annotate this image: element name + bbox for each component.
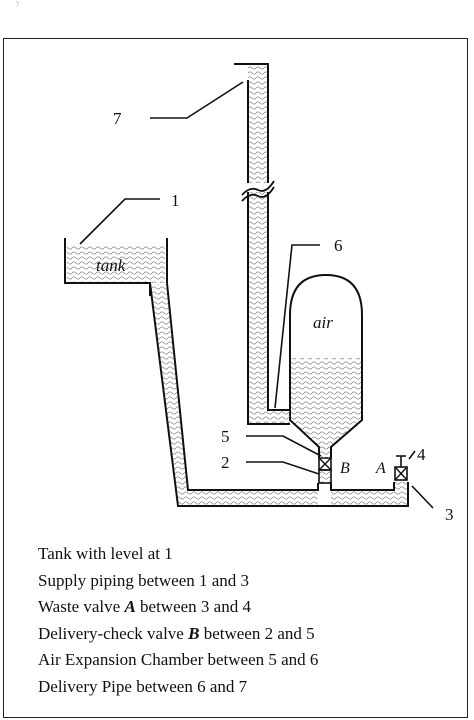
- valve-b-label: B: [340, 460, 350, 477]
- leader-3: [411, 485, 434, 509]
- leader-1: [79, 198, 160, 245]
- legend-line-1: Tank with level at 1: [38, 544, 173, 563]
- legend-line-3: Waste valve A between 3 and 4: [38, 597, 251, 616]
- label-4: 4: [417, 445, 426, 464]
- label-7: 7: [113, 109, 122, 128]
- delivery-pipe: [234, 63, 290, 411]
- figure-frame: [3, 38, 468, 718]
- label-1: 1: [171, 191, 180, 210]
- legend-line-5: Air Expansion Chamber between 5 and 6: [38, 650, 319, 669]
- label-3: 3: [445, 505, 454, 524]
- tank-water: [67, 245, 165, 283]
- air-chamber-water: [290, 358, 362, 448]
- leader-7: [150, 81, 244, 119]
- legend-line-6: Delivery Pipe between 6 and 7: [38, 676, 248, 696]
- supply-pipe-inner: [166, 282, 319, 491]
- tank-label: tank: [96, 256, 126, 275]
- air-chamber-neck: [320, 447, 330, 458]
- label-2: 2: [221, 453, 230, 472]
- delivery-pipe-water: [248, 65, 290, 423]
- legend-line-4: Delivery-check valve B between 2 and 5: [38, 623, 315, 643]
- waste-valve-a: [394, 455, 408, 481]
- air-label: air: [313, 313, 333, 332]
- delivery-pipe-inner: [247, 80, 290, 425]
- waste-pipe-inner: [330, 482, 395, 491]
- leader-2: [246, 461, 320, 475]
- header-strip: y: [16, 0, 20, 7]
- label-5: 5: [221, 427, 230, 446]
- legend: Tank with level at 1 Supply piping betwe…: [38, 541, 458, 700]
- supply-pipe-water: [151, 284, 318, 505]
- leader-4: [408, 450, 416, 460]
- valve-a-label: A: [375, 460, 386, 477]
- waste-pipe-water: [331, 482, 407, 505]
- waste-pipe: [318, 482, 409, 507]
- pipe-break: [241, 180, 275, 202]
- leader-6: [274, 244, 320, 409]
- legend-line-2: Supply piping between 1 and 3: [38, 570, 250, 590]
- check-valve-b: [318, 457, 332, 484]
- label-6: 6: [334, 236, 343, 255]
- supply-pipe: [149, 282, 318, 507]
- leader-5: [246, 435, 322, 457]
